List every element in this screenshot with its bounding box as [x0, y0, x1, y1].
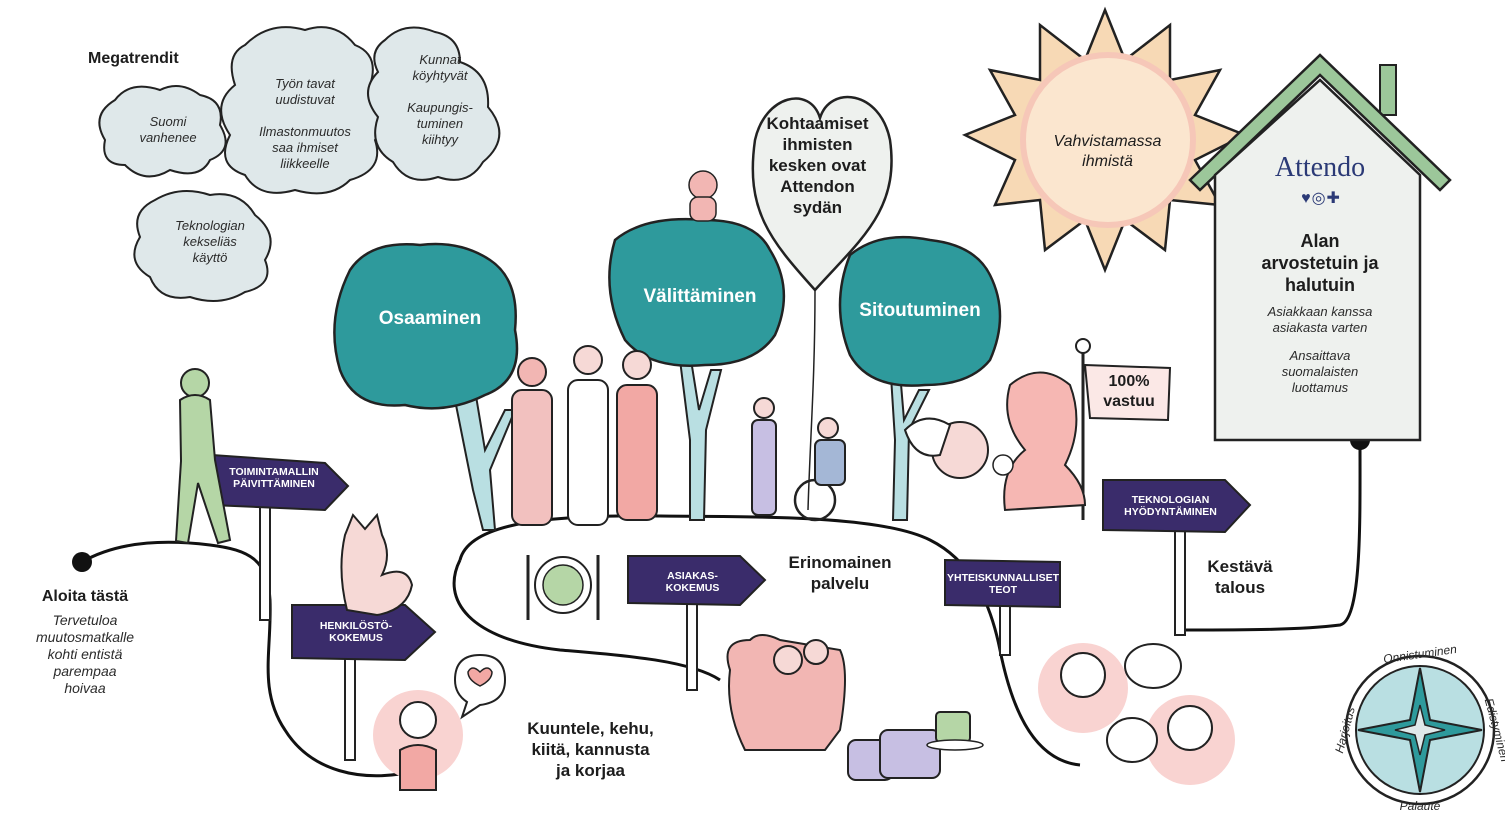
journey-path-right	[1184, 439, 1362, 632]
house-icon	[1188, 53, 1452, 442]
people-group-icon	[511, 345, 658, 526]
attendo-logo-icons: ♥◎✚	[1301, 190, 1341, 207]
sign-yhteiskunnalliset: YHTEISKUNNALLISET TEOT	[946, 572, 1059, 596]
cloud-text-teknologia: Teknologian kekseliäs käyttö	[175, 218, 245, 265]
cloud-suomi	[98, 85, 227, 178]
cloud-kunnat	[367, 26, 501, 181]
start-text: Tervetuloa muutosmatkalle kohti entistä …	[35, 612, 135, 696]
caregiver-patient-icon	[903, 371, 1087, 512]
tree-label-osaaminen: Osaaminen	[378, 308, 482, 329]
tree-valittaminen	[608, 217, 786, 521]
cat-icon	[340, 512, 414, 617]
flag-icon	[1075, 338, 1172, 520]
tree-osaaminen	[333, 242, 519, 531]
megatrends-title: Megatrendit	[88, 50, 179, 67]
plate-cutlery-icon	[526, 555, 600, 620]
armchair-icon	[726, 634, 846, 751]
signpost-asiakas	[627, 555, 767, 691]
conversation-icon	[1038, 643, 1235, 785]
start-title: Aloita tästä	[41, 588, 129, 605]
signpost-yhteiskunnalliset	[944, 558, 1061, 656]
flag-text: 100% vastuu	[1103, 373, 1155, 410]
cloud-teknologia	[133, 190, 272, 302]
heart-text: Kohtaamiset ihmisten kesken ovat Attendo…	[766, 114, 869, 217]
house-line2: Ansaittava suomalaisten luottamus	[1281, 348, 1359, 395]
sign-henkilosto: HENKILÖSTÖ- KOKEMUS	[319, 620, 393, 644]
cloud-text-kunnat: Kunnat köyhtyvät Kaupungis- tuminen kiih…	[407, 52, 473, 147]
house-line1: Asiakkaan kanssa asiakasta varten	[1267, 304, 1373, 335]
speaking-person-icon	[373, 653, 507, 791]
cloud-text-tyon-tavat: Työn tavat uudistuvat Ilmastonmuutos saa…	[259, 76, 351, 171]
tree-label-valittaminen: Välittäminen	[643, 286, 757, 307]
heart-balloon	[751, 95, 893, 511]
sign-teknologia: TEKNOLOGIAN HYÖDYNTÄMINEN	[1124, 494, 1217, 518]
walking-person-icon	[174, 368, 232, 545]
cloud-tyon-tavat	[220, 26, 385, 195]
compass-icon	[1344, 654, 1496, 806]
sun-text: Vahvistamassa ihmistä	[1053, 133, 1162, 170]
coffee-cup-icon	[926, 711, 984, 751]
sign-asiakas: ASIAKAS- KOKEMUS	[665, 570, 720, 594]
listen-label: Kuuntele, kehu, kiitä, kannusta ja korja…	[527, 719, 654, 780]
house-title: Alan arvostetuin ja halutuin	[1261, 231, 1379, 295]
sun-icon	[961, 6, 1249, 274]
cloud-text-suomi: Suomi vanhenee	[139, 114, 197, 145]
slippers-icon	[847, 729, 941, 781]
service-label: Erinomainen palvelu	[788, 553, 892, 593]
teddy-bear-icon	[688, 170, 718, 222]
sign-toimintamalli: TOIMINTAMALLIN PÄIVITTÄMINEN	[229, 466, 319, 490]
tree-sitoutuminen	[838, 235, 1002, 521]
economy-label: Kestävä talous	[1207, 557, 1273, 597]
signpost-teknologia	[1102, 479, 1252, 636]
attendo-logo: Attendo	[1274, 152, 1366, 183]
tree-label-sitoutuminen: Sitoutuminen	[859, 300, 981, 321]
compass-bottom: Palaute	[1399, 799, 1441, 813]
wheelchair-icon	[751, 397, 846, 522]
start-dot	[72, 552, 92, 572]
